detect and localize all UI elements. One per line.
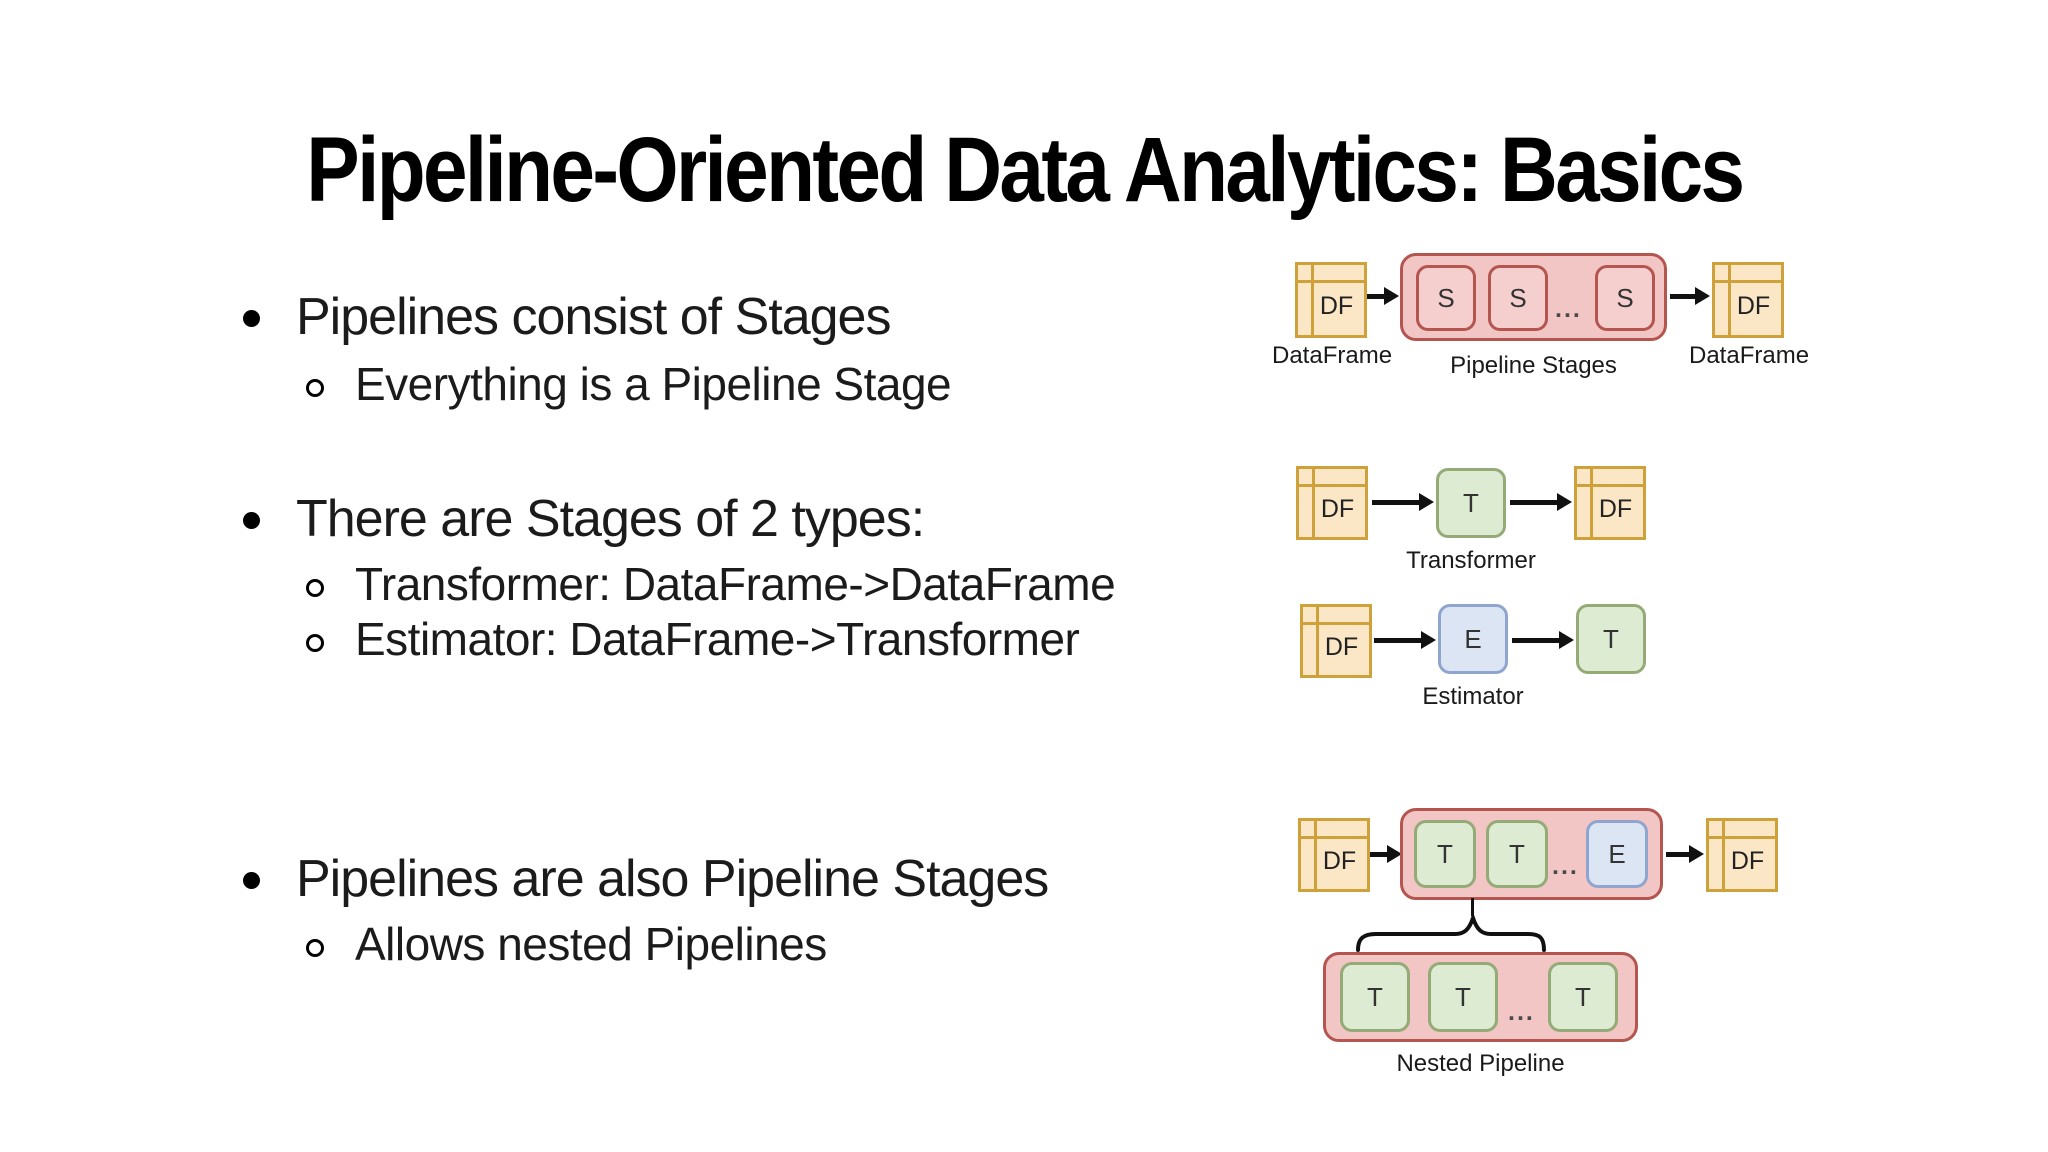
bullet-circle-icon bbox=[306, 939, 324, 957]
nested-stage-box-t2: T bbox=[1428, 962, 1498, 1032]
dataframe-box: DF bbox=[1295, 262, 1367, 338]
bullet-item-3: Pipelines are also Pipeline Stages bbox=[243, 850, 1049, 910]
arrow-right-icon bbox=[1367, 287, 1399, 305]
dataframe-letters: DF bbox=[1598, 495, 1633, 523]
sub-bullet-text: Allows nested Pipelines bbox=[355, 918, 827, 970]
sub-bullet-text: Transformer: DataFrame->DataFrame bbox=[355, 558, 1116, 610]
stage-box-s2: S bbox=[1488, 265, 1548, 331]
sub-bullet-item-2b: Estimator: DataFrame->Transformer bbox=[306, 613, 1080, 666]
table-column-line bbox=[1728, 265, 1731, 335]
dataframe-caption: DataFrame bbox=[1689, 342, 1810, 369]
dataframe-box: DF bbox=[1712, 262, 1784, 338]
sub-bullet-text: Estimator: DataFrame->Transformer bbox=[355, 613, 1080, 665]
table-row-line bbox=[1577, 484, 1643, 487]
dataframe-box: DF bbox=[1574, 466, 1646, 540]
table-row-line bbox=[1298, 280, 1364, 283]
arrow-right-icon bbox=[1370, 845, 1402, 863]
dataframe-box: DF bbox=[1298, 818, 1370, 892]
arrow-right-icon bbox=[1670, 287, 1710, 305]
bullet-item-1: Pipelines consist of Stages bbox=[243, 288, 891, 348]
diagram-caption: Pipeline Stages bbox=[1450, 352, 1617, 379]
curly-brace-icon bbox=[1356, 912, 1546, 952]
table-column-line bbox=[1722, 821, 1725, 889]
sub-bullet-item-2a: Transformer: DataFrame->DataFrame bbox=[306, 558, 1116, 611]
dataframe-letters: DF bbox=[1322, 847, 1357, 875]
ellipsis: ... bbox=[1555, 295, 1582, 323]
table-row-line bbox=[1715, 280, 1781, 283]
bullet-text: Pipelines are also Pipeline Stages bbox=[296, 850, 1049, 908]
estimator-box: E bbox=[1586, 820, 1648, 888]
dataframe-box: DF bbox=[1706, 818, 1778, 892]
stage-box-t1: T bbox=[1414, 820, 1476, 888]
dataframe-caption: DataFrame bbox=[1272, 342, 1393, 369]
sub-bullet-item-1a: Everything is a Pipeline Stage bbox=[306, 358, 952, 411]
dataframe-letters: DF bbox=[1320, 495, 1355, 523]
bullet-circle-icon bbox=[306, 634, 324, 652]
nested-stage-box-t1: T bbox=[1340, 962, 1410, 1032]
arrow-right-icon bbox=[1510, 493, 1572, 511]
arrow-right-icon bbox=[1666, 845, 1704, 863]
arrow-right-icon bbox=[1512, 631, 1574, 649]
dataframe-letters: DF bbox=[1730, 847, 1765, 875]
dataframe-letters: DF bbox=[1319, 292, 1354, 320]
estimator-box: E bbox=[1438, 604, 1508, 674]
stage-box-s3: S bbox=[1595, 265, 1655, 331]
bullet-dot-icon bbox=[243, 512, 260, 529]
bullet-dot-icon bbox=[243, 310, 260, 327]
dataframe-letters: DF bbox=[1736, 292, 1771, 320]
table-column-line bbox=[1590, 469, 1593, 537]
bullet-text: Pipelines consist of Stages bbox=[296, 288, 891, 346]
transformer-box: T bbox=[1576, 604, 1646, 674]
bullet-dot-icon bbox=[243, 872, 260, 889]
ellipsis: ... bbox=[1508, 998, 1535, 1026]
table-column-line bbox=[1312, 469, 1315, 537]
bullet-item-2: There are Stages of 2 types: bbox=[243, 490, 925, 550]
slide-title-text: Pipeline-Oriented Data Analytics: Basics bbox=[305, 119, 1745, 221]
table-column-line bbox=[1316, 607, 1319, 675]
table-row-line bbox=[1303, 622, 1369, 625]
dataframe-box: DF bbox=[1296, 466, 1368, 540]
table-column-line bbox=[1314, 821, 1317, 889]
diagram-caption: Nested Pipeline bbox=[1396, 1050, 1565, 1077]
sub-bullet-item-3a: Allows nested Pipelines bbox=[306, 918, 827, 971]
bullet-circle-icon bbox=[306, 579, 324, 597]
arrow-right-icon bbox=[1372, 493, 1434, 511]
dataframe-letters: DF bbox=[1324, 633, 1359, 661]
transformer-box: T bbox=[1436, 468, 1506, 538]
table-row-line bbox=[1299, 484, 1365, 487]
arrow-right-icon bbox=[1374, 631, 1436, 649]
connector-line bbox=[1471, 898, 1474, 916]
diagram-caption: Estimator bbox=[1422, 683, 1524, 710]
table-row-line bbox=[1709, 836, 1775, 839]
stage-box-s1: S bbox=[1416, 265, 1476, 331]
nested-stage-box-t3: T bbox=[1548, 962, 1618, 1032]
dataframe-box: DF bbox=[1300, 604, 1372, 678]
table-row-line bbox=[1301, 836, 1367, 839]
table-column-line bbox=[1311, 265, 1314, 335]
diagram-caption: Transformer bbox=[1406, 547, 1536, 574]
sub-bullet-text: Everything is a Pipeline Stage bbox=[355, 358, 952, 410]
slide-title: Pipeline-Oriented Data Analytics: Basics bbox=[0, 122, 2048, 219]
ellipsis: ... bbox=[1552, 852, 1579, 880]
stage-box-t2: T bbox=[1486, 820, 1548, 888]
bullet-text: There are Stages of 2 types: bbox=[296, 490, 925, 548]
bullet-circle-icon bbox=[306, 379, 324, 397]
